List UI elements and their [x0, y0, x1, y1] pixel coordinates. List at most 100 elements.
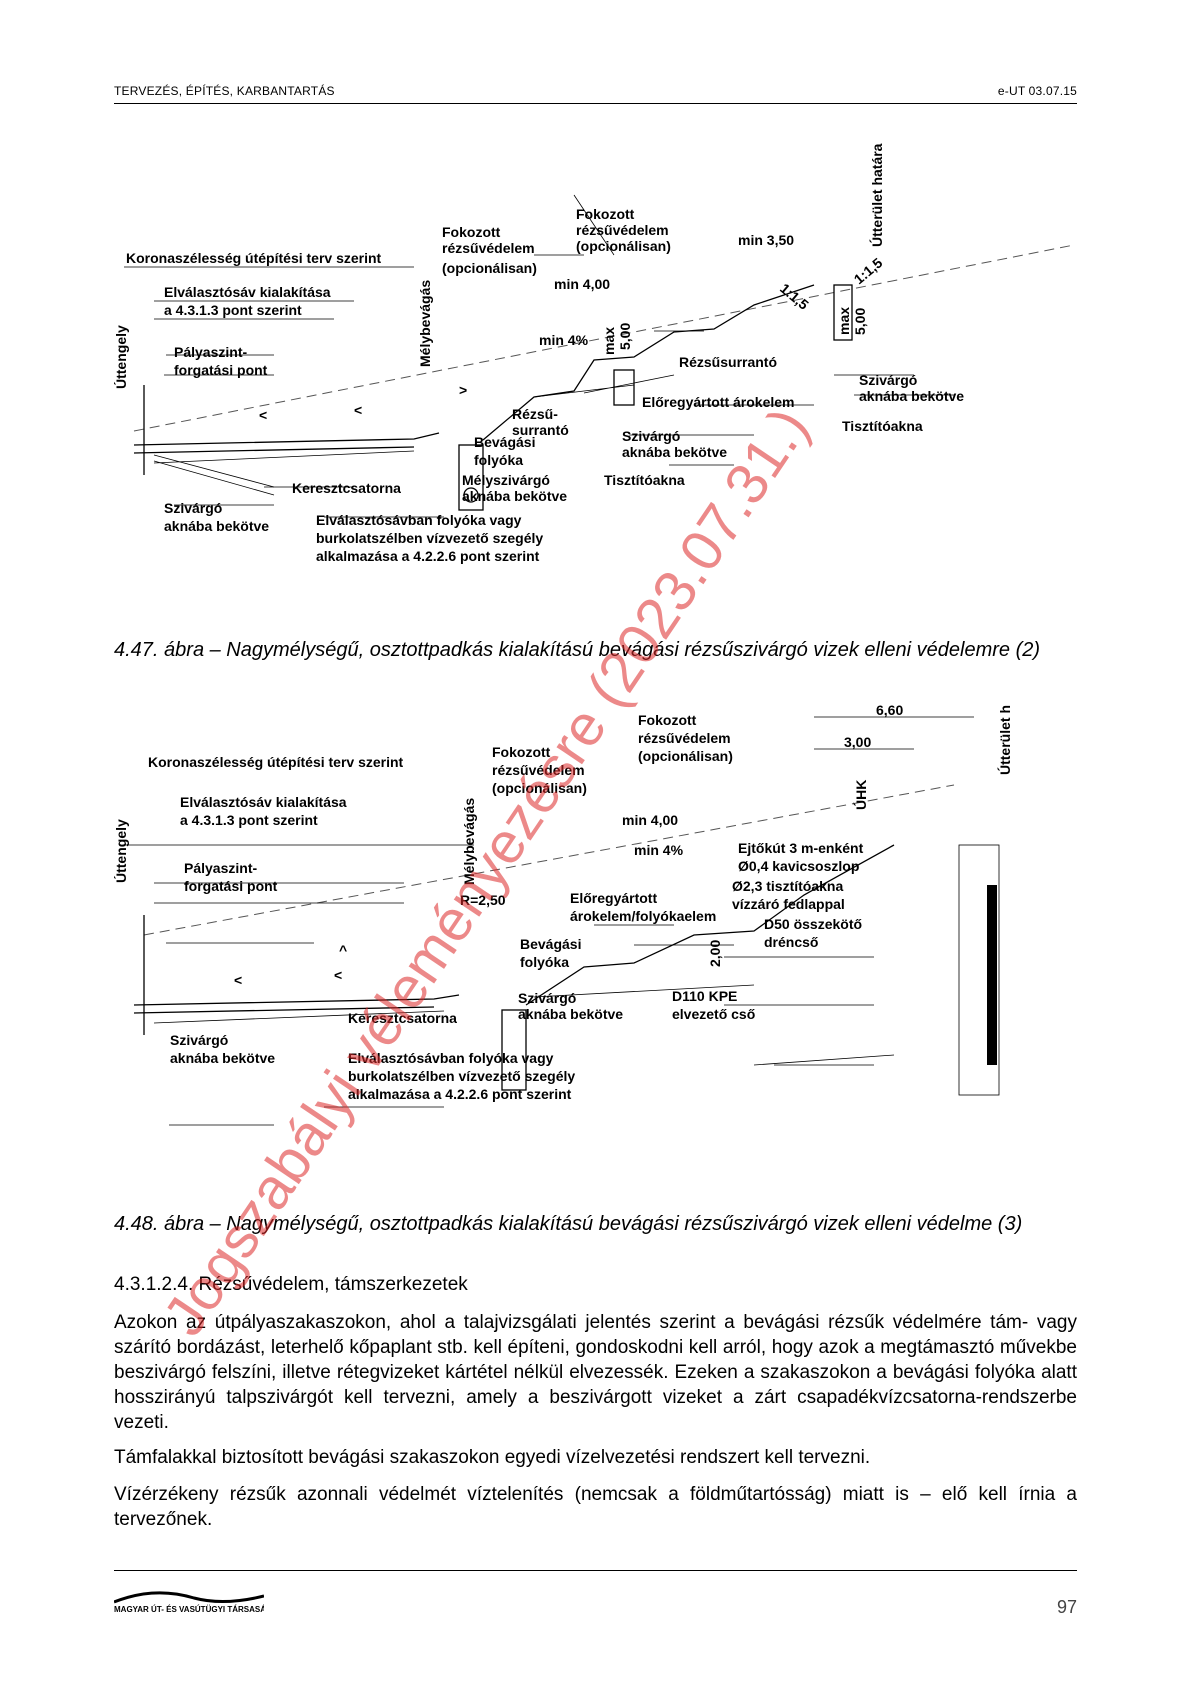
svg-text:5,00: 5,00: [617, 323, 633, 350]
svg-text:rézsűvédelem: rézsűvédelem: [492, 762, 585, 778]
label-r250: R=2,50: [460, 892, 506, 908]
label-szivargo-mid: Szivárgó: [622, 428, 680, 444]
label-elvalasztosavban: Elválasztósávban folyóka vagy: [348, 1050, 554, 1066]
svg-text:aknába bekötve: aknába bekötve: [170, 1050, 275, 1066]
svg-text:aknába bekötve: aknába bekötve: [164, 518, 269, 534]
logo: MAGYAR ÚT- ÉS VASÚTÜGYI TÁRSASÁG: [114, 1591, 264, 1614]
label-d110: D110 KPE: [672, 988, 737, 1004]
clean-out-shaft-1: [613, 369, 635, 406]
label-max-2: max: [836, 307, 852, 335]
svg-text:burkolatszélben vízvezető szeg: burkolatszélben vízvezető szegély: [316, 530, 543, 546]
label-szivargo-right: Szivárgó: [859, 372, 917, 388]
cross-drain: [153, 454, 275, 496]
svg-text:rézsűvédelem: rézsűvédelem: [442, 240, 535, 256]
clean-out-shaft-2: [833, 284, 853, 341]
svg-text:surrantó: surrantó: [512, 422, 569, 438]
pavement-top: [133, 432, 440, 446]
svg-text:folyóka: folyóka: [474, 452, 523, 468]
label-bevagasi-folyoka: Bevágási: [474, 434, 535, 450]
svg-text:^: ^: [339, 942, 347, 958]
svg-text:<: <: [334, 967, 342, 983]
svg-text:folyóka: folyóka: [520, 954, 569, 970]
svg-text:(opcionálisan): (opcionálisan): [492, 780, 587, 796]
label-elvalasztosav: Elválasztósáv kialakítása: [164, 284, 331, 300]
label-koronaszelesseg: Koronaszélesség útépítési terv szerint: [126, 250, 382, 266]
figure-4-48-drawing: < < ^ 6,60 3,00 Útterület határa Fokozott …: [114, 705, 1013, 1126]
pavement-bottom: [133, 1006, 435, 1014]
label-keresztcsatorna: Keresztcsatorna: [348, 1010, 457, 1026]
svg-text:dréncső: dréncső: [764, 934, 818, 950]
svg-text:forgatási pont: forgatási pont: [184, 878, 278, 894]
label-660: 6,60: [876, 705, 903, 718]
label-elooregyartott: Előregyártott: [570, 890, 657, 906]
labels: 6,60 3,00 Útterület határa Fokozott rézs…: [114, 705, 1013, 1102]
svg-text:a 4.3.1.3 pont szerint: a 4.3.1.3 pont szerint: [180, 812, 318, 828]
page-number: 97: [1056, 1597, 1077, 1617]
paragraph-1: Azokon az útpályaszakaszokon, ahol a tal…: [114, 1312, 1077, 1433]
label-koronaszelesseg: Koronaszélesség útépítési terv szerint: [148, 754, 404, 770]
pavement-layer: [153, 450, 415, 464]
svg-text:árokelem/folyókaelem: árokelem/folyókaelem: [570, 908, 716, 924]
label-utterulet: Útterület határa: [868, 143, 885, 247]
label-szivargo-left: Szivárgó: [164, 500, 222, 516]
svg-text:rézsűvédelem: rézsűvédelem: [638, 730, 731, 746]
label-fokozott-2: Fokozott: [576, 206, 635, 222]
label-elvalasztosavban: Elválasztósávban folyóka vagy: [316, 512, 522, 528]
pavement-bottom: [133, 446, 415, 454]
label-min-400: min 4,00: [554, 276, 610, 292]
label-uttengely: Úttengely: [114, 325, 129, 389]
deep-drain-shaft: [458, 444, 484, 511]
label-elvalasztosav: Elválasztósáv kialakítása: [180, 794, 347, 810]
figure-4-48-caption: 4.48. ábra – Nagymélységű, osztottpadkás…: [114, 1213, 1023, 1235]
svg-text:<: <: [354, 402, 362, 418]
leader-lines: [124, 194, 954, 518]
label-min-350: min 3,50: [738, 232, 794, 248]
label-palyaszint: Pályaszint-: [184, 860, 257, 876]
svg-text:>: >: [459, 382, 467, 398]
drain-pipes: [533, 984, 895, 1066]
running-header-left: TERVEZÉS, ÉPÍTÉS, KARBANTARTÁS: [114, 84, 335, 98]
leader-lines: [124, 716, 974, 1126]
label-rezsu-surranto-2: Rézsű-: [512, 406, 558, 422]
label-tisztitoakna: Ø2,3 tisztítóakna: [732, 878, 843, 894]
shaft-pipe: [463, 487, 479, 503]
paragraph-3: Vízérzékeny rézsűk azonnali védelmét víz…: [114, 1484, 1077, 1530]
pavement-top: [133, 994, 460, 1006]
svg-text:<: <: [234, 972, 242, 988]
svg-text:aknába bekötve: aknába bekötve: [462, 488, 567, 504]
label-slope-1: 1:1,5: [777, 280, 812, 313]
svg-text:(opcionálisan): (opcionálisan): [442, 260, 537, 276]
figure-4-47-drawing: <<> Útterület határa Fokozott rézsűvédel…: [114, 143, 1075, 564]
label-bevagasi-folyoka: Bevágási: [520, 936, 581, 952]
label-min-400: min 4,00: [622, 812, 678, 828]
svg-text:forgatási pont: forgatási pont: [174, 362, 268, 378]
label-uhk: ÚHK: [852, 780, 869, 810]
svg-text:MAGYAR ÚT- ÉS VASÚTÜGYI TÁRSAS: MAGYAR ÚT- ÉS VASÚTÜGYI TÁRSASÁG: [114, 1605, 264, 1614]
gravel-column: [987, 885, 997, 1065]
clean-out-well: [958, 844, 1000, 1096]
label-palyaszint: Pályaszint-: [174, 344, 247, 360]
label-min-4pct: min 4%: [539, 332, 589, 348]
label-rezsusurranto: Rézsűsurrantó: [679, 354, 777, 370]
label-elooregyartott: Előregyártott árokelem: [642, 394, 795, 410]
footer-rule: [114, 1570, 1077, 1571]
running-header-right: e-UT 03.07.15: [997, 84, 1077, 98]
label-keresztcsatorna: Keresztcsatorna: [292, 480, 401, 496]
svg-text:aknába bekötve: aknába bekötve: [859, 388, 964, 404]
label-fokozott-a: Fokozott: [638, 712, 697, 728]
svg-text:elvezető cső: elvezető cső: [672, 1006, 755, 1022]
label-fokozott-b: Fokozott: [492, 744, 551, 760]
label-fokozott-1: Fokozott: [442, 224, 501, 240]
original-terrain-line: [143, 784, 955, 936]
label-tisztitoakna-1: Tisztítóakna: [842, 418, 923, 434]
label-ejtokut: Ejtőkút 3 m-enként: [738, 840, 864, 856]
svg-text:Ø0,4 kavicsoszlop: Ø0,4 kavicsoszlop: [738, 858, 859, 874]
label-200: 2,00: [707, 940, 723, 967]
section-title: 4.3.1.2.4. Rézsűvédelem, támszerkezetek: [114, 1274, 468, 1295]
svg-text:(opcionálisan): (opcionálisan): [638, 748, 733, 764]
svg-text:aknába bekötve: aknába bekötve: [518, 1006, 623, 1022]
svg-text:burkolatszélben vízvezető szeg: burkolatszélben vízvezető szegély: [348, 1068, 575, 1084]
cut-slope: [525, 844, 895, 1006]
figure-4-47-caption: 4.47. ábra – Nagymélységű, osztottpadkás…: [114, 639, 1041, 661]
label-max-1: max: [601, 327, 617, 355]
